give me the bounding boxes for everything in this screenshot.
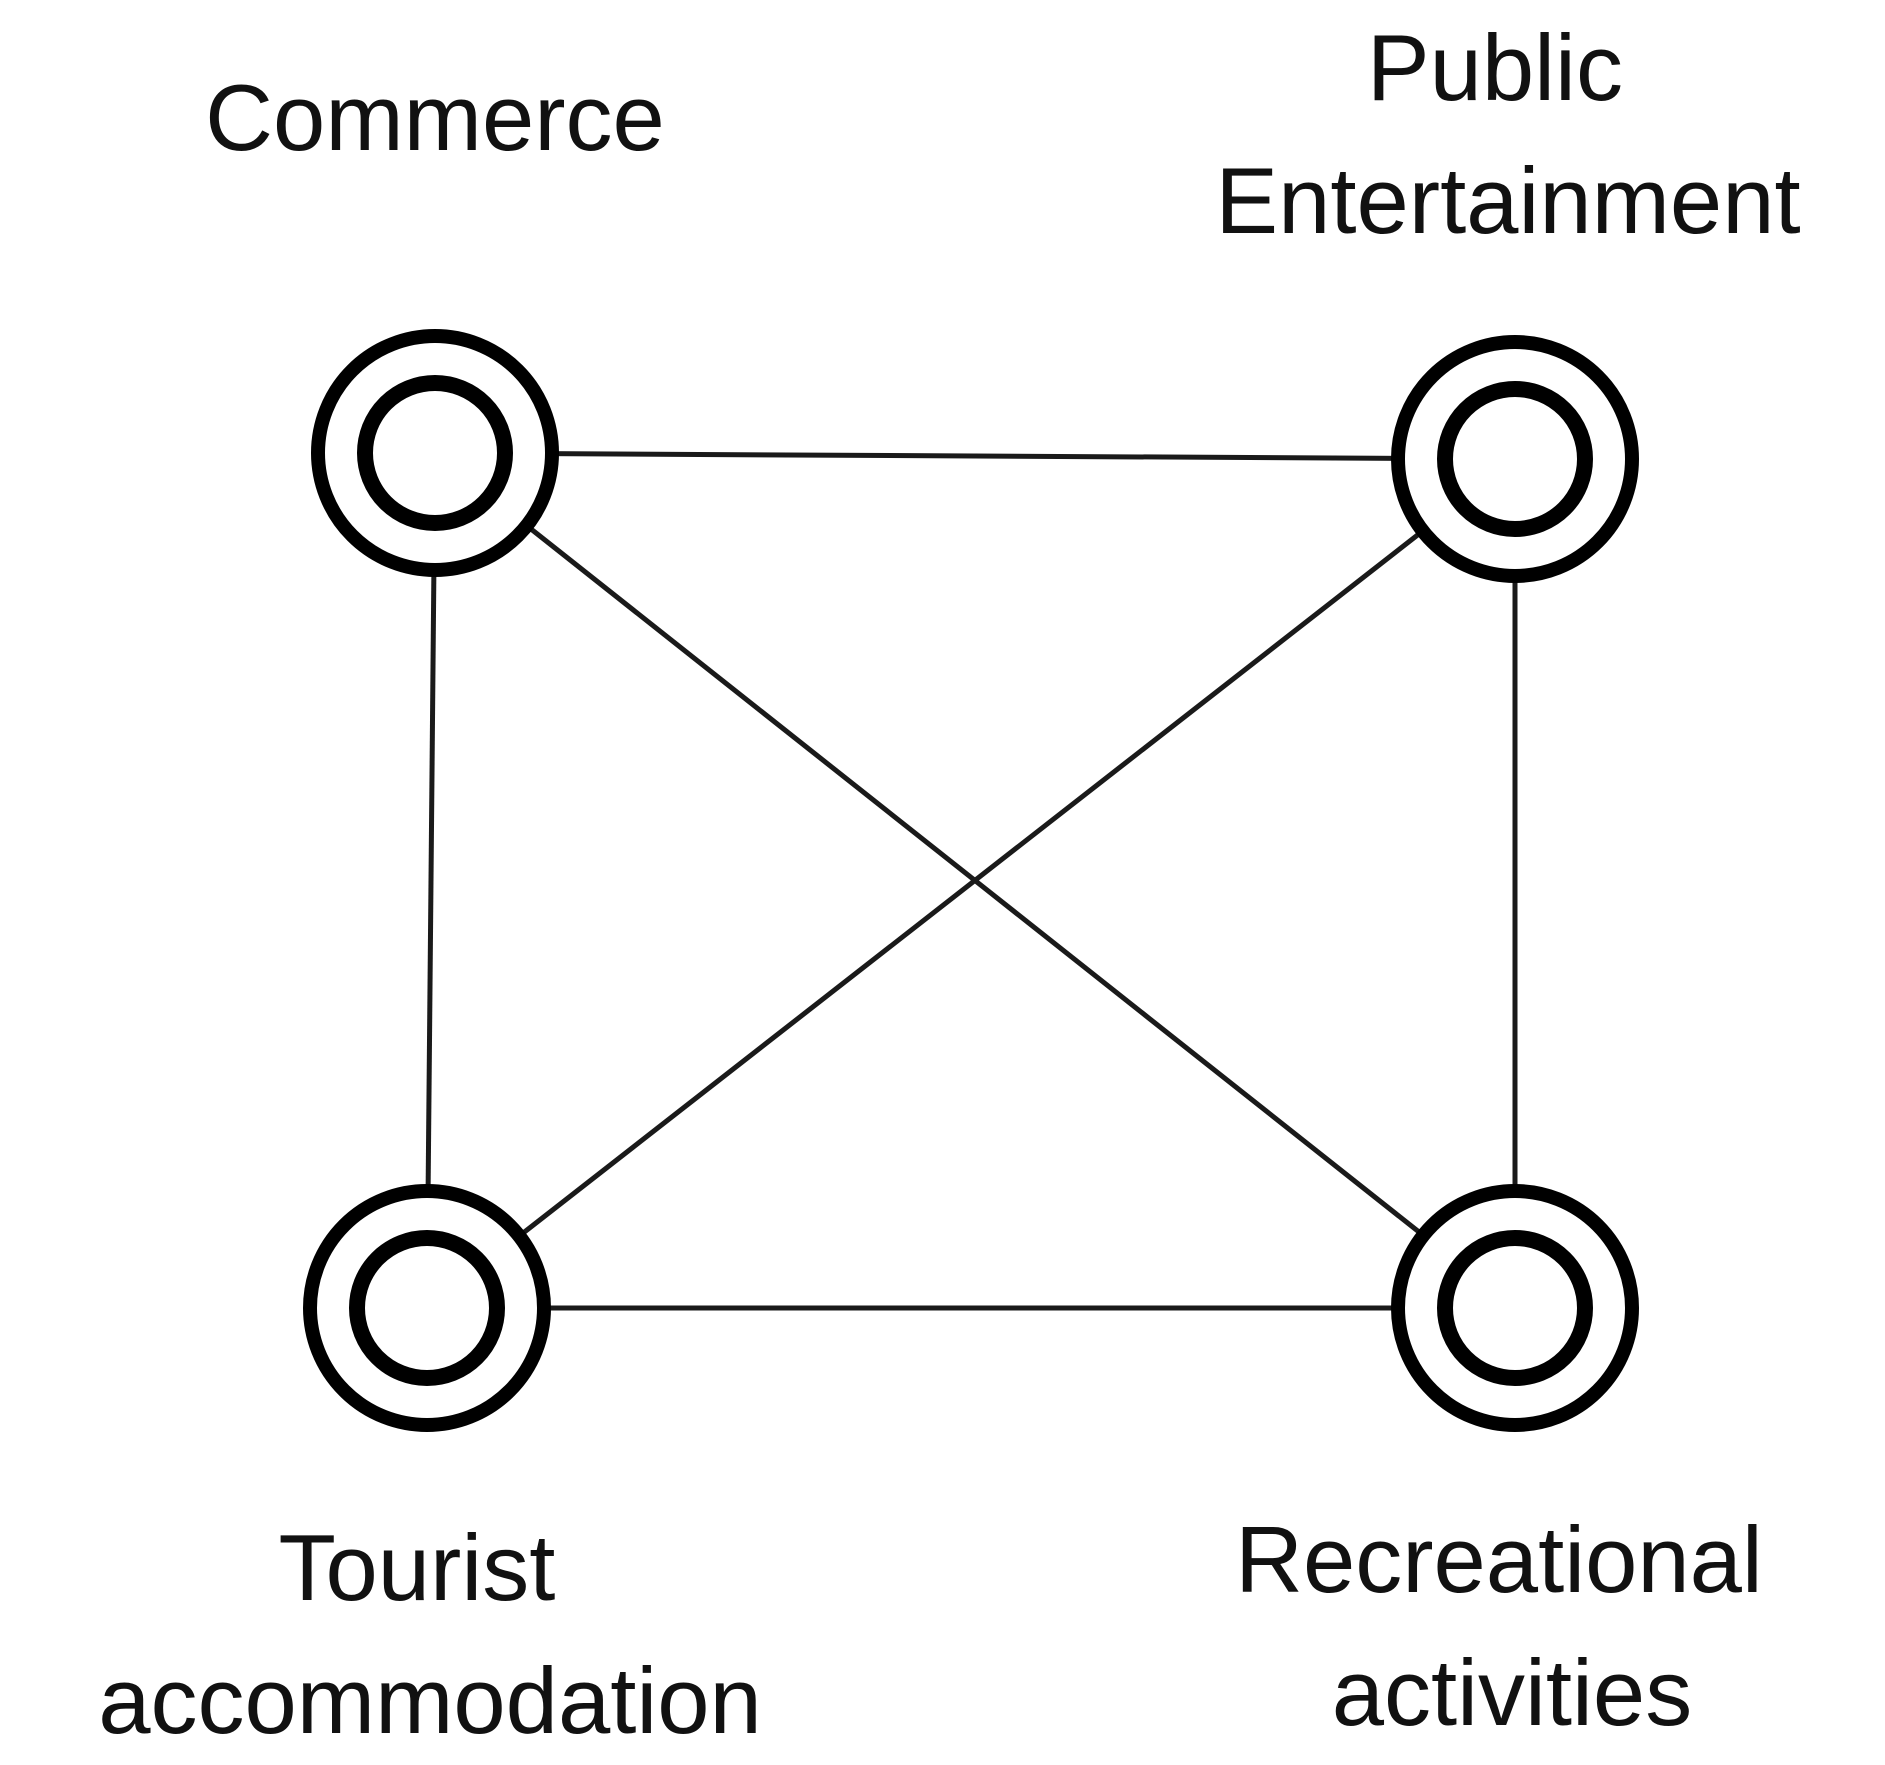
label-commerce-line-1: Commerce [205, 65, 665, 170]
label-tourist-accommodation-line-1: Tourist [279, 1515, 556, 1620]
label-tourist-accommodation-line-2: accommodation [98, 1648, 762, 1753]
double-ring-icon [311, 329, 559, 577]
node-recreational-activities [1391, 1184, 1639, 1432]
node-tourist-accommodation [303, 1184, 551, 1432]
label-tourist-accommodation: Tourist accommodation [98, 1515, 762, 1753]
node-public-entertainment [1391, 335, 1639, 583]
edge-public-entertainment-to-tourist-accommodation [425, 457, 1517, 1310]
edge-commerce-to-public-entertainment [434, 450, 1516, 462]
label-recreational-activities-line-2: activities [1332, 1640, 1692, 1745]
node-commerce [311, 329, 559, 577]
inner-ring [1437, 381, 1593, 537]
label-recreational-activities-line-1: Recreational [1235, 1507, 1763, 1612]
label-commerce: Commerce [205, 65, 665, 170]
double-ring-icon [1391, 335, 1639, 583]
label-public-entertainment: Public Entertainment [1215, 15, 1800, 253]
label-public-entertainment-line-1: Public [1367, 15, 1623, 120]
edge-commerce-to-tourist-accommodation [424, 452, 438, 1309]
nodes-layer [303, 329, 1639, 1432]
inner-ring [1437, 1230, 1593, 1386]
double-ring-icon [303, 1184, 551, 1432]
edges-layer [424, 450, 1518, 1311]
label-recreational-activities: Recreational activities [1235, 1507, 1789, 1745]
labels-layer: Commerce Public Entertainment Tourist ac… [98, 15, 1800, 1753]
inner-ring [349, 1230, 505, 1386]
label-public-entertainment-line-2: Entertainment [1215, 148, 1800, 253]
inner-ring [357, 375, 513, 531]
double-ring-icon [1391, 1184, 1639, 1432]
